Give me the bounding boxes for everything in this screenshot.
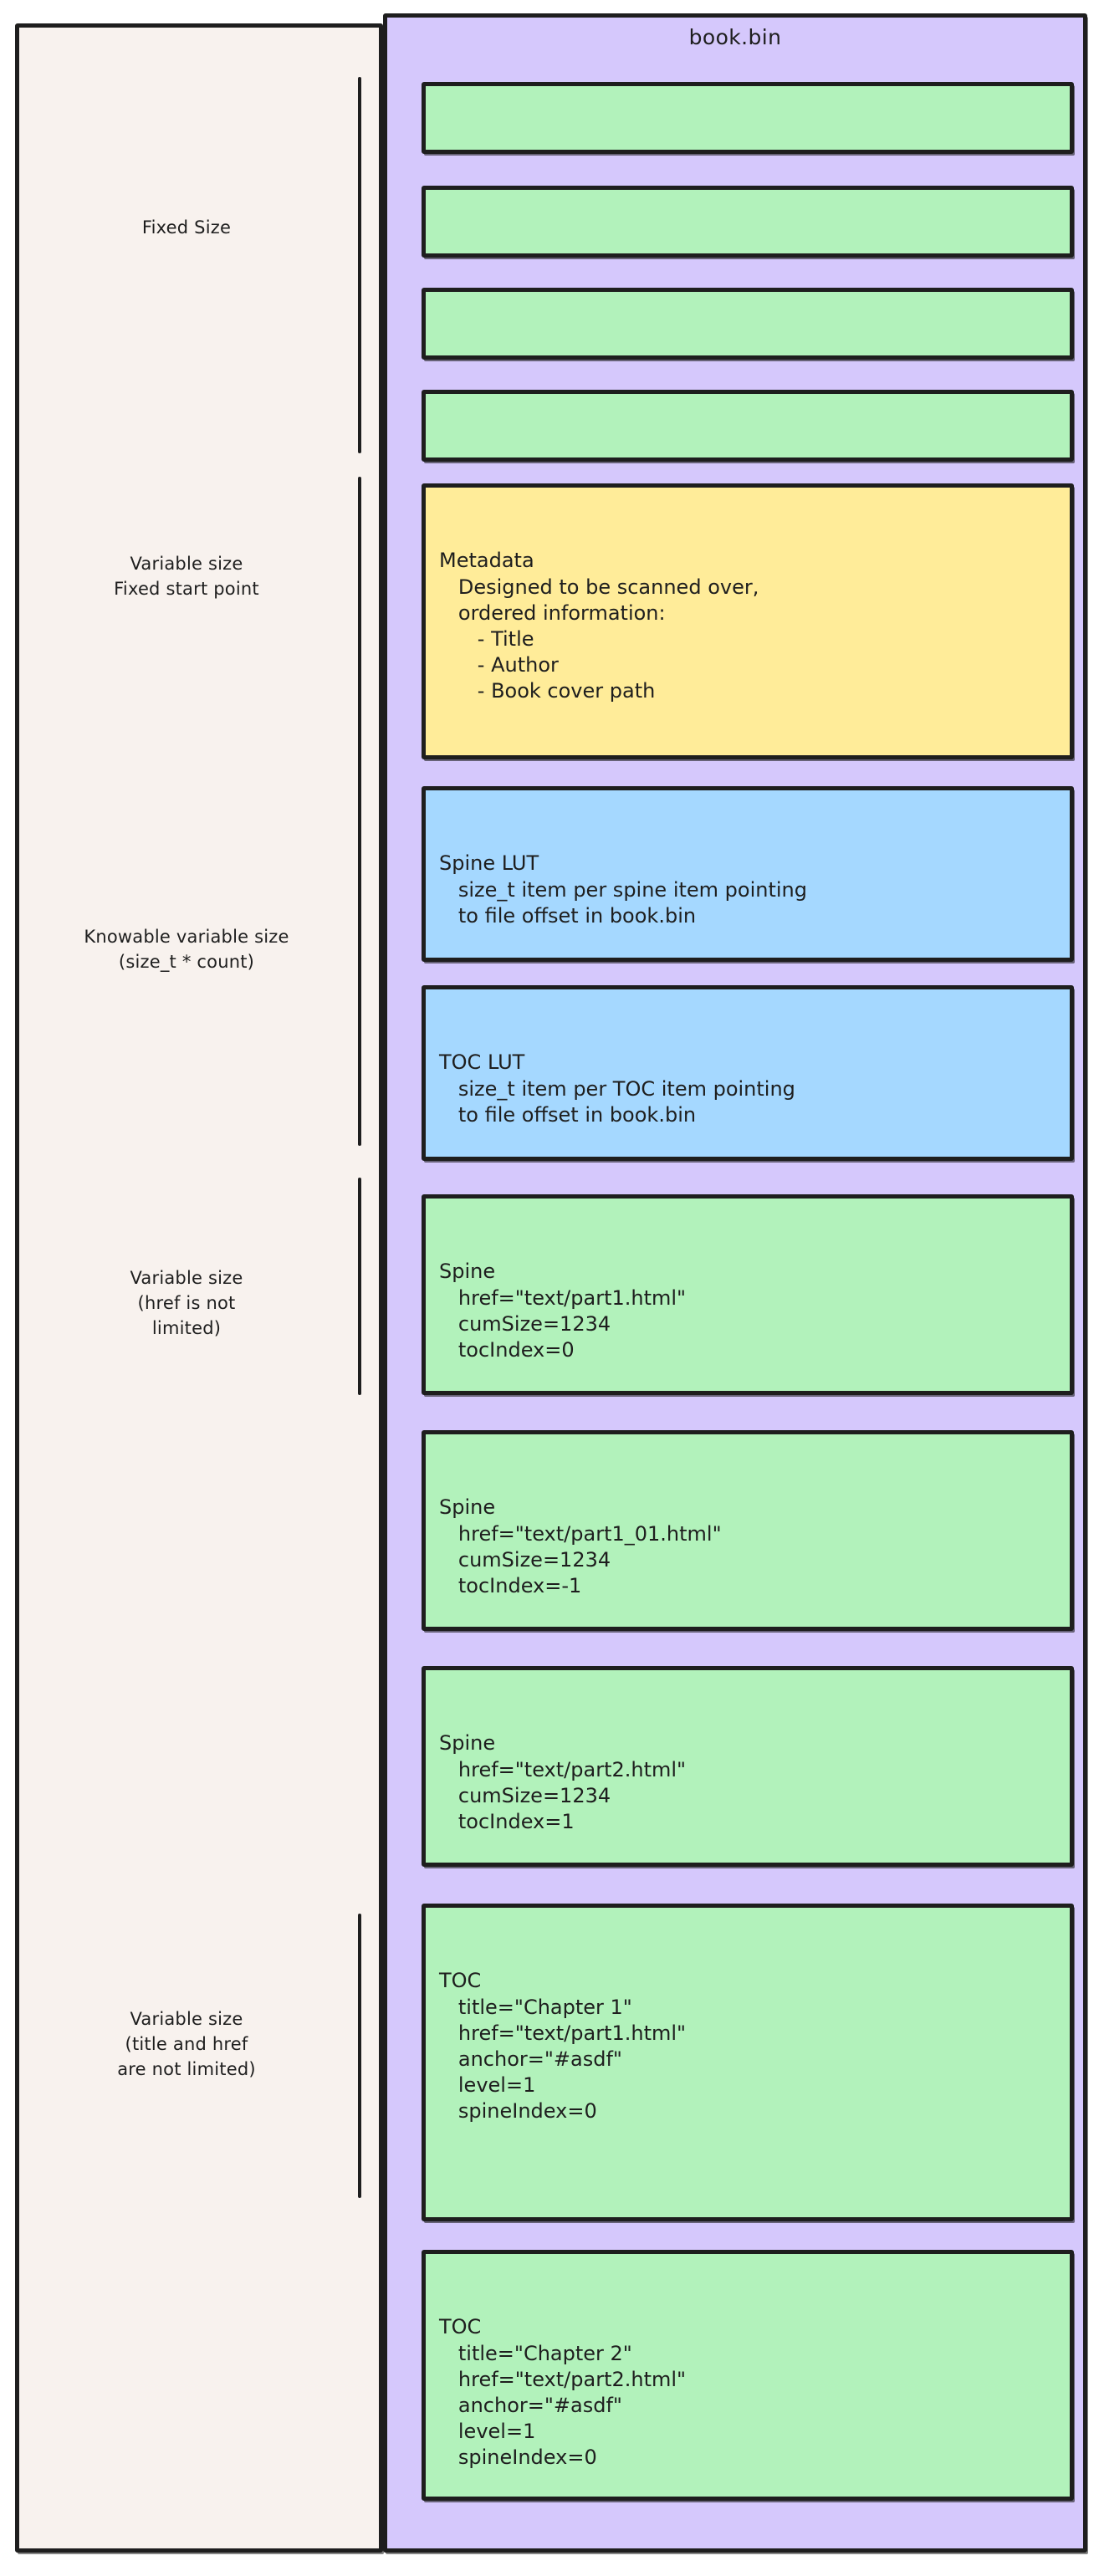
record-spine-3: Spine href="text/part2.html" cumSize=123… [422,1666,1074,1867]
page-title: book.bin [688,25,782,49]
record-spine-3-text: Spine href="text/part2.html" cumSize=123… [439,1731,687,1833]
record-spine-2-text: Spine href="text/part1_01.html" cumSize=… [439,1495,722,1597]
record-spine-lut-text: Spine LUT size_t item per spine item poi… [439,851,807,928]
bracket-variable-title-href [358,1914,361,2198]
left-annotation-frame [15,23,383,2553]
group-label-variable-title-href: Variable size (title and href are not li… [117,2009,256,2079]
record-toc-count: TOC count [422,390,1074,462]
record-toc-1-text: TOC title="Chapter 1" href="text/part1.h… [439,1969,687,2124]
record-spine-count: Spine count [422,288,1074,360]
record-version: VERSION = 1 [422,82,1074,154]
record-spine-count-text: Spine count [439,352,1058,355]
record-metadata-text: Metadata Designed to be scanned over, or… [439,549,759,703]
record-spine-1-text: Spine href="text/part1.html" cumSize=123… [439,1260,687,1362]
bracket-fixed-size [358,77,361,453]
record-spine-lut: Spine LUT size_t item per spine item poi… [422,786,1074,962]
record-lut-offset: LUT Offset [422,186,1074,258]
record-spine-1: Spine href="text/part1.html" cumSize=123… [422,1194,1074,1395]
group-label-variable-href: Variable size (href is not limited) [130,1268,243,1338]
record-toc-count-text: TOC count [439,454,1058,457]
record-lut-offset-text: LUT Offset [439,250,1058,253]
bracket-variable-fixed-start [358,477,361,1146]
record-toc-lut: TOC LUT size_t item per TOC item pointin… [422,985,1074,1161]
record-toc-lut-text: TOC LUT size_t item per TOC item pointin… [439,1050,795,1127]
group-label-fixed-size: Fixed Size [141,217,232,238]
record-toc-2: TOC title="Chapter 2" href="text/part2.h… [422,2250,1074,2501]
group-label-variable-fixed-start: Variable size Fixed start point [114,554,259,599]
record-toc-2-text: TOC title="Chapter 2" href="text/part2.h… [439,2315,687,2470]
record-metadata: Metadata Designed to be scanned over, or… [422,483,1074,759]
record-toc-1: TOC title="Chapter 1" href="text/part1.h… [422,1904,1074,2221]
record-spine-2: Spine href="text/part1_01.html" cumSize=… [422,1430,1074,1631]
group-label-knowable-variable: Knowable variable size (size_t * count) [84,927,289,972]
record-version-text: VERSION = 1 [439,146,1058,150]
bracket-variable-href [358,1178,361,1395]
